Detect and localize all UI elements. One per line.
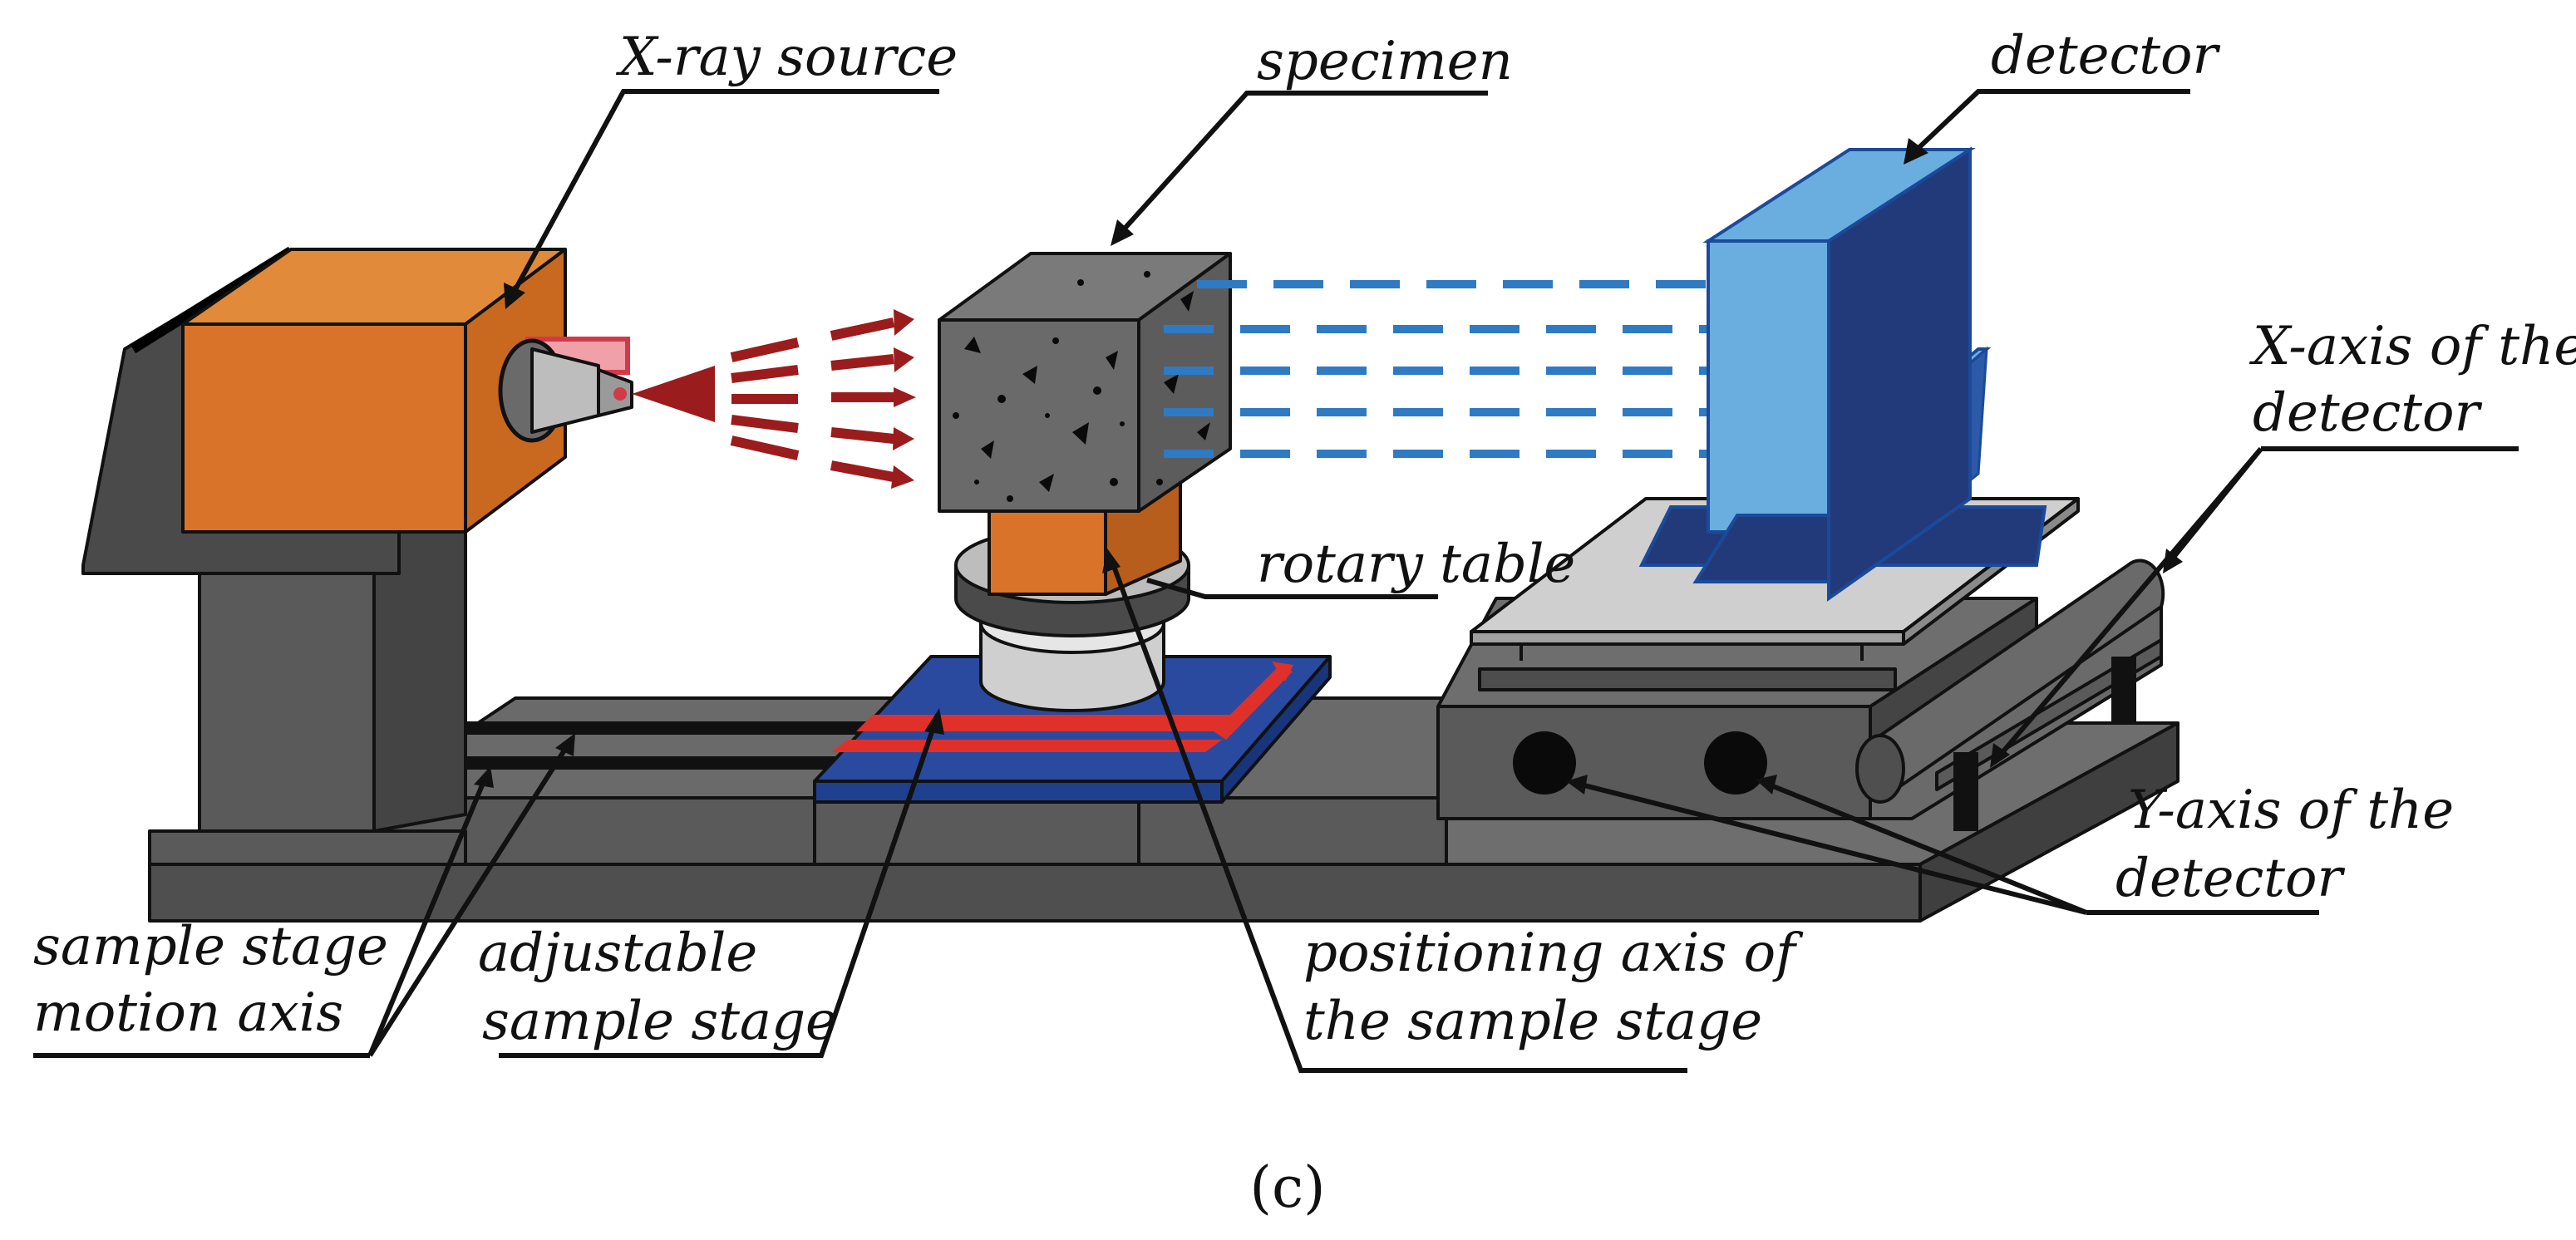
- xray-source-housing: [181, 248, 567, 534]
- labels: X-ray source specimen detector X-axis of…: [33, 25, 2576, 1052]
- leader-lines: [33, 89, 2519, 1073]
- adjustable-sample-stage: [813, 655, 1332, 804]
- label-adjustable-line1: adjustable: [478, 923, 757, 984]
- xray-tube-nozzle: [498, 337, 633, 443]
- label-xray-source: X-ray source: [615, 27, 958, 88]
- label-motion-line2: motion axis: [33, 982, 343, 1044]
- label-positioning-line2: the sample stage: [1303, 991, 1762, 1052]
- label-y-axis-line1: Y-axis of the: [2128, 780, 2454, 841]
- detector-panel: [1638, 146, 2047, 602]
- label-adjustable-line2: sample stage: [482, 991, 837, 1052]
- label-y-axis-line2: detector: [2115, 848, 2346, 909]
- figure-caption: (c): [1249, 1155, 1325, 1221]
- label-rotary-table: rotary table: [1257, 534, 1575, 595]
- transmitted-beam: [1164, 280, 1712, 458]
- label-specimen: specimen: [1257, 31, 1513, 92]
- label-detector: detector: [1991, 25, 2221, 86]
- specimen-cube: [938, 252, 1232, 513]
- label-x-axis-line1: X-axis of the: [2248, 316, 2576, 377]
- label-motion-line1: sample stage: [33, 916, 388, 977]
- xray-beam: [632, 309, 916, 489]
- label-positioning-line1: positioning axis of: [1303, 923, 1804, 984]
- detector-y-rail: [1855, 558, 2165, 831]
- xray-source-pedestal: [148, 514, 467, 866]
- label-x-axis-line2: detector: [2253, 382, 2483, 444]
